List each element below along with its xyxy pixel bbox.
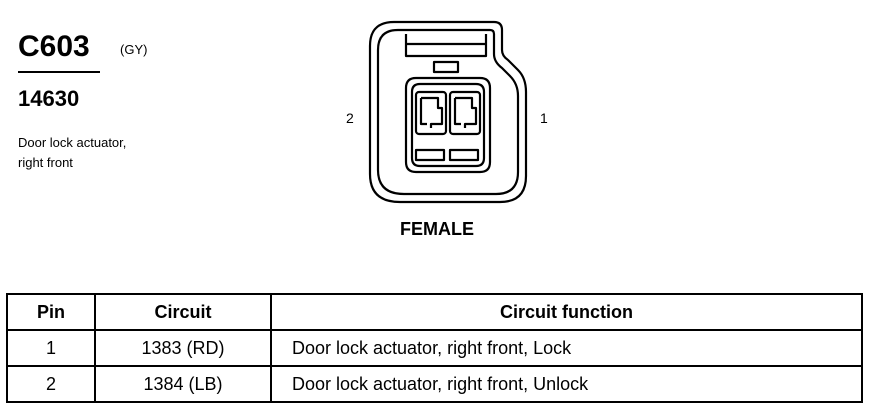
pin-2-terminal — [419, 96, 444, 128]
part-number: 14630 — [18, 86, 80, 111]
table-row: 2 1384 (LB) Door lock actuator, right fr… — [6, 365, 863, 403]
header-circuit-function: Circuit function — [270, 293, 863, 331]
cell-pin: 2 — [6, 365, 96, 403]
header-pin: Pin — [6, 293, 96, 331]
cavity-frame-inner — [410, 82, 486, 168]
cell-pin: 1 — [6, 329, 96, 367]
header-circuit: Circuit — [94, 293, 272, 331]
key-right — [448, 148, 480, 162]
pin-label-2: 2 — [346, 110, 354, 126]
key-left — [414, 148, 446, 162]
color-code: (GY) — [120, 42, 148, 57]
connector-face-diagram — [368, 20, 528, 204]
cell-function: Door lock actuator, right front, Lock — [270, 329, 863, 367]
latch-tab — [432, 60, 460, 74]
pin-2-cavity — [414, 90, 448, 136]
cavity-frame — [404, 76, 492, 174]
housing-outer — [368, 20, 528, 204]
pin-1-cavity — [448, 90, 482, 136]
pin-1-terminal — [453, 96, 478, 128]
description-line-1: Door lock actuator, — [18, 135, 127, 150]
pin-label-1: 1 — [540, 110, 548, 126]
housing-inner — [376, 28, 520, 196]
description-line-2: right front — [18, 155, 73, 170]
table-header-row: Pin Circuit Circuit function — [6, 293, 863, 331]
cell-function: Door lock actuator, right front, Unlock — [270, 365, 863, 403]
pinout-table: Pin Circuit Circuit function 1 1383 (RD)… — [6, 293, 863, 403]
view-label: FEMALE — [400, 219, 474, 239]
connector-id: C603 — [18, 30, 90, 63]
cell-circuit: 1384 (LB) — [94, 365, 272, 403]
table-row: 1 1383 (RD) Door lock actuator, right fr… — [6, 329, 863, 367]
connector-id-underline — [18, 71, 100, 73]
connector-description: Door lock actuator, right front — [18, 133, 218, 173]
cell-circuit: 1383 (RD) — [94, 329, 272, 367]
